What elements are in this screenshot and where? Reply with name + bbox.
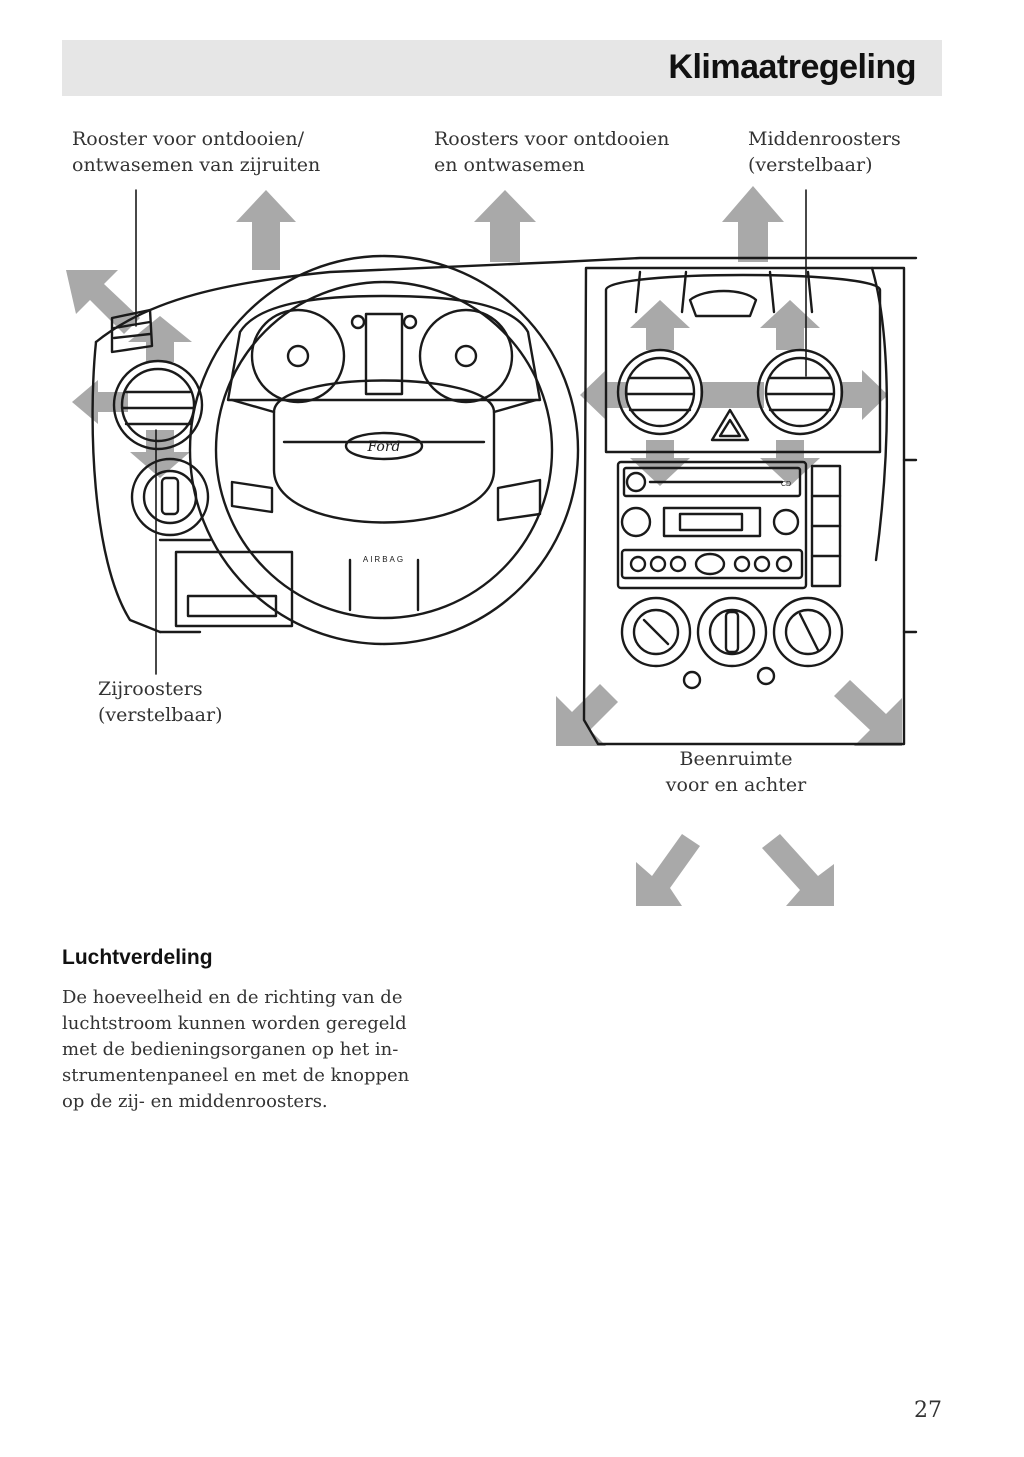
arrow-left-vent-up xyxy=(128,316,192,362)
section-heading: Luchtverdeling xyxy=(62,946,213,969)
callout-side-demist: Rooster voor ontdooien/ ontwasemen van z… xyxy=(72,126,320,178)
body-line-1: De hoeveelheid en de richting van de xyxy=(62,987,403,1008)
callout-windscreen-line-2: en ontwasemen xyxy=(434,154,585,176)
arrow-foot-front-right xyxy=(834,680,902,746)
callout-windscreen-line-1: Roosters voor ontdooien xyxy=(434,128,670,150)
body-line-5: op de zij- en middenroosters. xyxy=(62,1091,328,1112)
callout-center-vents: Middenroosters (verstelbaar) xyxy=(748,126,901,178)
dash-left-edge xyxy=(91,340,162,634)
arrow-diag-left xyxy=(66,270,140,334)
info-slot xyxy=(186,594,278,618)
light-switch xyxy=(130,457,210,537)
arrow-center-left xyxy=(580,370,628,420)
body-line-4: strumentenpaneel en met de knoppen xyxy=(62,1065,410,1086)
arrow-foot-rear-right xyxy=(762,834,834,906)
arrow-foot-front-left xyxy=(556,684,618,746)
arrow-left-side xyxy=(72,380,128,424)
callout-side-demist-line-1: Rooster voor ontdooien/ xyxy=(72,128,304,150)
left-side-vent xyxy=(112,359,204,451)
callout-footwell-line-2: voor en achter xyxy=(665,774,807,796)
callout-center-vents-line-2: (verstelbaar) xyxy=(748,154,873,176)
arrow-center-up-2 xyxy=(760,300,820,350)
radio-unit xyxy=(616,460,808,590)
temperature-knob xyxy=(620,596,692,668)
body-line-3: met de bedieningsorganen op het in- xyxy=(62,1039,399,1060)
section-body: De hoeveelheid en de richting van de luc… xyxy=(62,985,482,1115)
hazard-button xyxy=(710,408,750,442)
dash-lower-line xyxy=(158,538,212,634)
callout-windscreen: Roosters voor ontdooien en ontwasemen xyxy=(434,126,669,178)
header-band: Klimaatregeling xyxy=(62,40,942,96)
callout-footwell: Beenruimte voor en achter xyxy=(660,746,812,798)
tachometer xyxy=(250,308,346,404)
arrow-center-up-1 xyxy=(630,300,690,350)
center-console xyxy=(582,266,906,746)
side-demist-slot xyxy=(110,308,154,354)
speedometer xyxy=(418,308,514,404)
page-title: Klimaatregeling xyxy=(668,48,916,86)
callout-side-demist-line-2: ontwasemen van zijruiten xyxy=(72,154,321,176)
radio-cd-text: CD xyxy=(781,481,791,488)
dash-top-contour xyxy=(94,256,918,344)
arrow-up-left xyxy=(236,190,296,270)
steering-wheel-inner xyxy=(214,280,554,620)
callout-footwell-line-1: Beenruimte xyxy=(679,748,793,770)
callout-side-vents-line-1: Zijroosters xyxy=(98,678,203,700)
steering-wheel-outer xyxy=(188,254,580,646)
callout-center-vents-line-1: Middenroosters xyxy=(748,128,901,150)
page-number: 27 xyxy=(914,1398,942,1423)
fan-speed-knob xyxy=(696,596,768,668)
ford-badge xyxy=(344,431,424,461)
callout-side-vents-line-2: (verstelbaar) xyxy=(98,704,223,726)
center-vent-left xyxy=(616,348,704,436)
callout-side-vents: Zijroosters (verstelbaar) xyxy=(98,676,223,728)
arrow-up-right xyxy=(722,186,784,262)
body-line-2: luchtstroom kunnen worden geregeld xyxy=(62,1013,407,1034)
arrow-foot-rear-left xyxy=(636,834,700,906)
glovebox-area xyxy=(174,550,294,628)
instrument-cluster xyxy=(226,294,542,402)
air-distribution-knob xyxy=(772,596,844,668)
airbag-text: AIRBAG xyxy=(363,555,405,564)
center-vent-right xyxy=(756,348,844,436)
arrow-up-center xyxy=(474,190,536,262)
arrow-left-vent-down xyxy=(130,430,190,478)
arrow-center-right xyxy=(840,370,888,420)
ford-badge-text: Ford xyxy=(366,439,400,455)
